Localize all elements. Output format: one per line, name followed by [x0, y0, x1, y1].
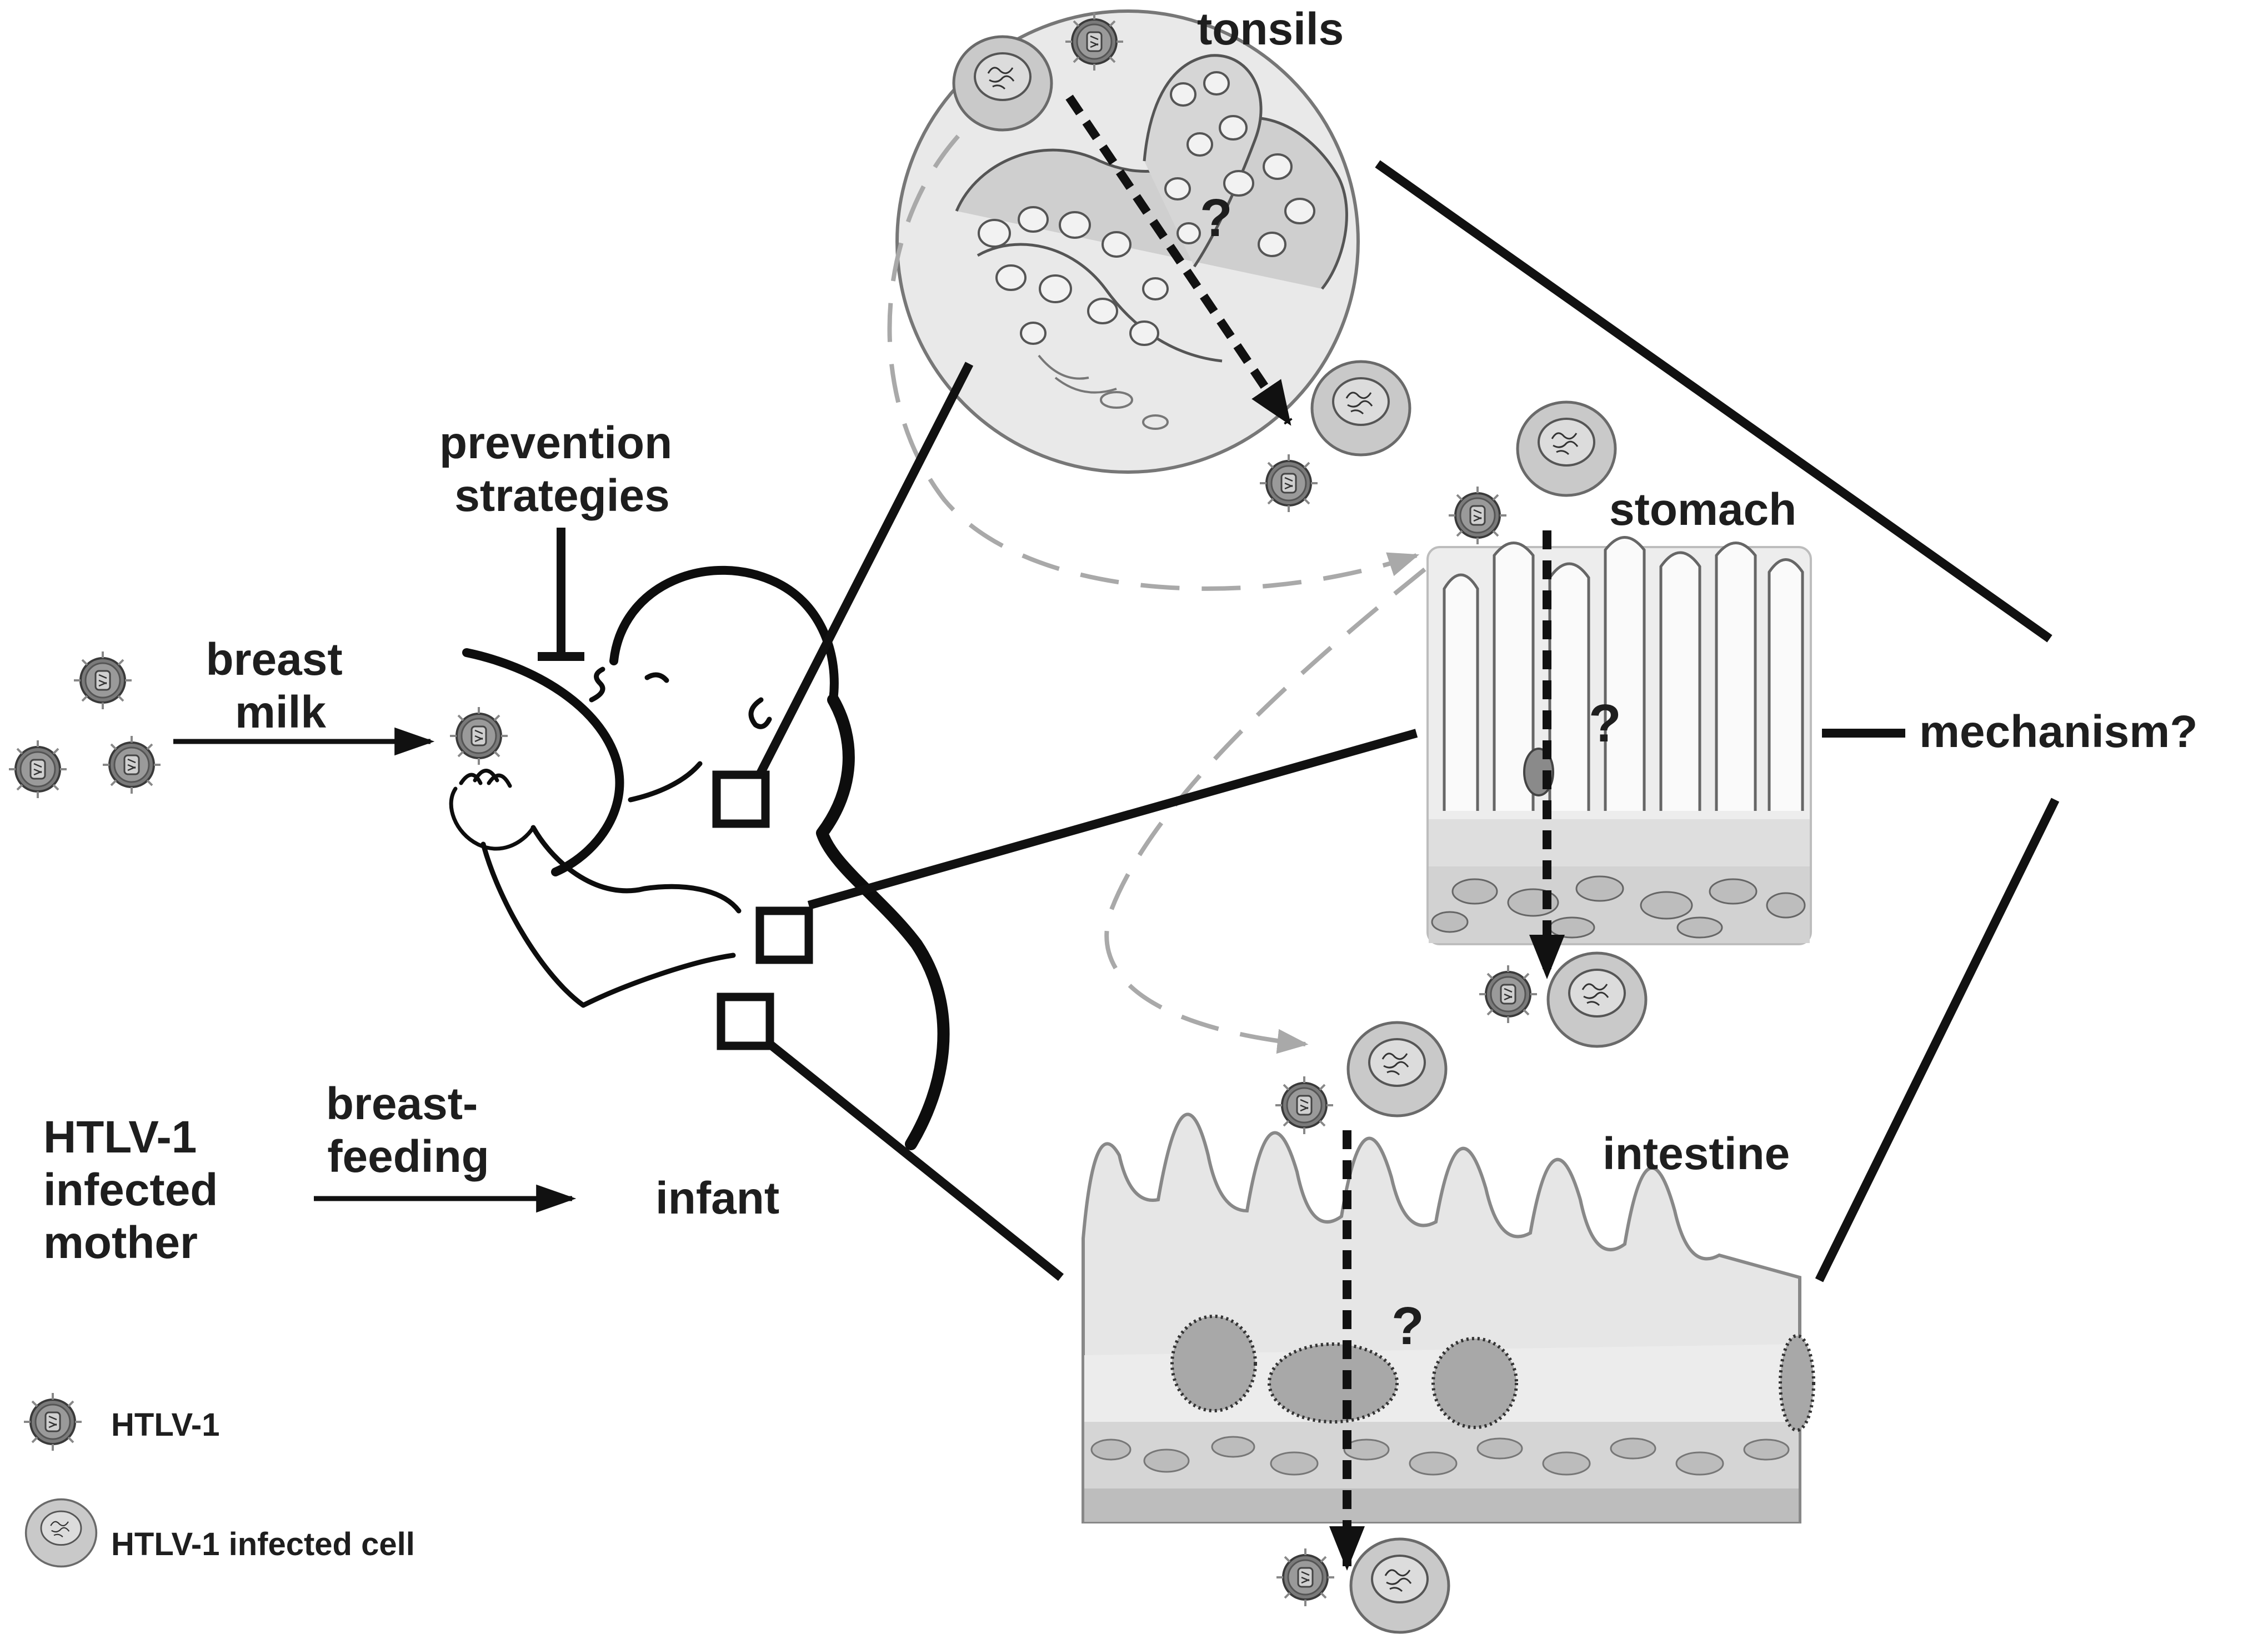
infected-cell-icon [1518, 402, 1615, 495]
label-mother-line3: mother [43, 1217, 198, 1268]
virus-icon [1448, 485, 1508, 545]
connector-stomach [807, 729, 1418, 910]
virus-icon [102, 735, 162, 795]
label-breastfeeding-line1: breast- [326, 1079, 478, 1129]
label-mother-line2: infected [43, 1165, 218, 1215]
virus-icon [1274, 1075, 1334, 1135]
virus-icon [449, 706, 509, 766]
label-htlv1-infected-mother: HTLV-1 infected mother [43, 1112, 231, 1268]
label-intestine: intestine [1603, 1129, 1790, 1179]
virus-icon [73, 650, 133, 710]
infected-cell-icon [1351, 1539, 1449, 1632]
label-prevention-line1: prevention [439, 418, 672, 468]
tonsil-to-stomach-dashed-arrow [887, 134, 1420, 591]
connector-intestine [767, 1040, 1064, 1281]
stomach-to-intestine-dashed-arrow [1104, 567, 1426, 1054]
label-prevention-line2: strategies [454, 470, 669, 521]
inhibition-bar [538, 528, 584, 661]
virus-icon [1275, 1547, 1335, 1607]
infected-cell-icon [1548, 953, 1646, 1046]
infected-cell-icon [1348, 1023, 1446, 1116]
tonsil-transit-arrow [1065, 94, 1293, 426]
label-tonsils: tonsils [1197, 4, 1344, 54]
question-mark-intestine: ? [1391, 1296, 1424, 1356]
legend-virus-label: HTLV-1 [111, 1407, 220, 1443]
legend-infected-cell-icon [24, 1498, 98, 1568]
label-breast-milk-line1: breast [206, 634, 343, 685]
infected-cell-icon [1312, 362, 1410, 455]
label-breast-milk-line2: milk [235, 687, 326, 738]
virus-icon [1478, 964, 1538, 1024]
breastfeeding-infant-drawing [449, 565, 950, 1150]
label-mother-line1: HTLV-1 [43, 1112, 197, 1162]
label-prevention-strategies: prevention strategies [439, 418, 685, 521]
legend-infected-cell-label: HTLV-1 infected cell [111, 1526, 415, 1562]
connector-tonsils [754, 362, 974, 780]
label-stomach: stomach [1609, 484, 1796, 535]
virus-icon [8, 739, 68, 799]
question-mark-tonsils: ? [1200, 188, 1233, 248]
stomach-tissue [1426, 536, 1812, 945]
virus-icon [1064, 12, 1124, 72]
legend: HTLV-1 HTLV-1 infected cell [23, 1392, 415, 1568]
zoom-box-intestine [717, 993, 774, 1050]
connector-mechanism-tonsils [1375, 160, 2052, 643]
infected-cell-icon [954, 37, 1052, 130]
label-mechanism: mechanism? [1919, 706, 2197, 757]
legend-virus-icon [23, 1392, 83, 1452]
zoom-box-tonsils [712, 770, 770, 828]
label-breastfeeding-line2: feeding [327, 1131, 489, 1182]
label-infant: infant [655, 1173, 779, 1224]
label-breastfeeding: breast- feeding [326, 1079, 490, 1182]
intestine-tissue [1082, 1112, 1815, 1523]
connector-mechanism-intestine [1815, 798, 2060, 1282]
label-breast-milk: breast milk [206, 634, 356, 738]
question-mark-stomach: ? [1589, 694, 1621, 753]
zoom-box-stomach [755, 906, 813, 964]
virus-icon [1259, 453, 1319, 513]
